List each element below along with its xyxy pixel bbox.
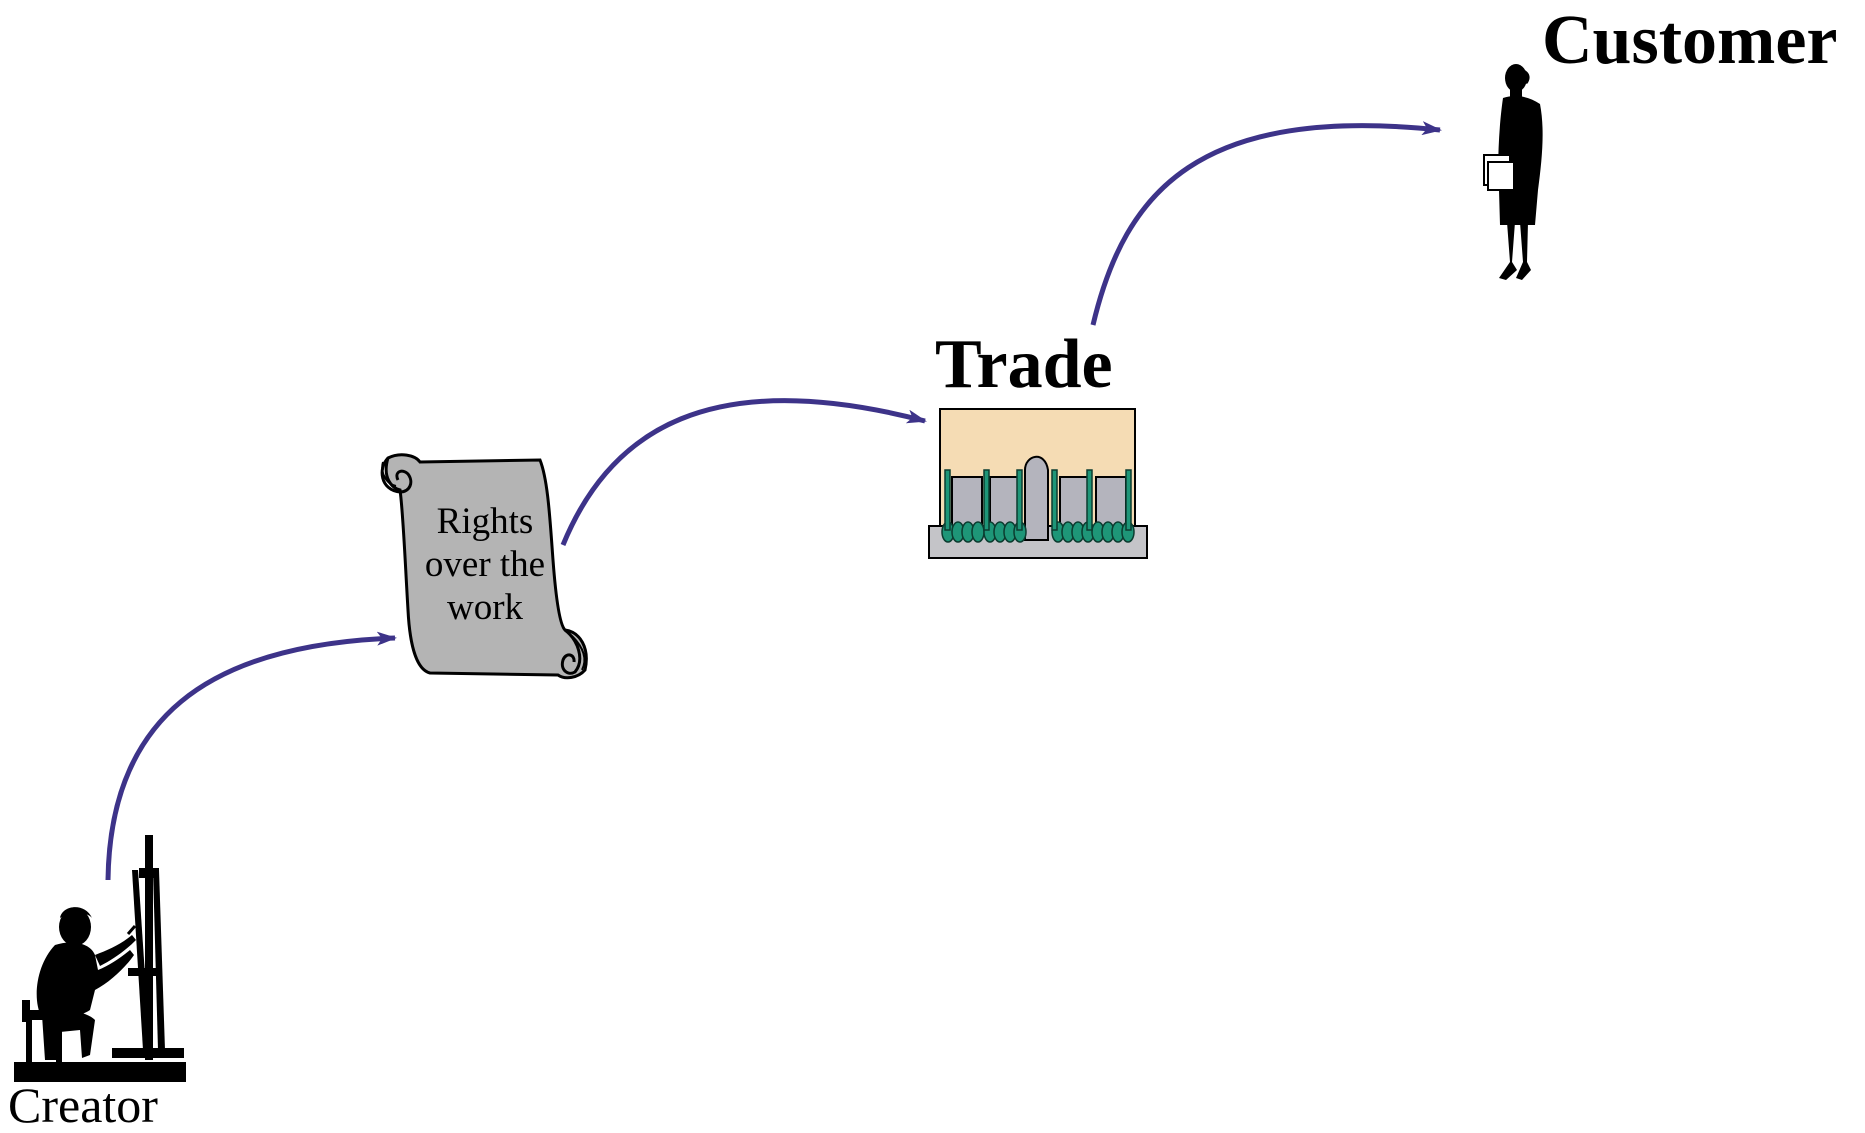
- creator-label: Creator: [8, 1077, 158, 1133]
- scroll-icon: [380, 453, 588, 680]
- arrow-rights-to-trade: [560, 398, 927, 546]
- rights-line-3: work: [446, 587, 524, 628]
- rights-line-2: over the: [424, 544, 546, 585]
- painter-at-easel-icon: [14, 835, 186, 1082]
- businesswoman-icon: [1483, 64, 1543, 280]
- arrow-creator-to-rights: [105, 631, 397, 881]
- marketplace-building-icon: [928, 408, 1148, 559]
- arrow-trade-to-customer: [1090, 121, 1442, 326]
- rights-scroll-text: Rights over the work: [405, 500, 565, 629]
- trade-label: Trade: [935, 326, 1113, 403]
- customer-label: Customer: [1542, 2, 1838, 79]
- rights-line-1: Rights: [436, 501, 534, 542]
